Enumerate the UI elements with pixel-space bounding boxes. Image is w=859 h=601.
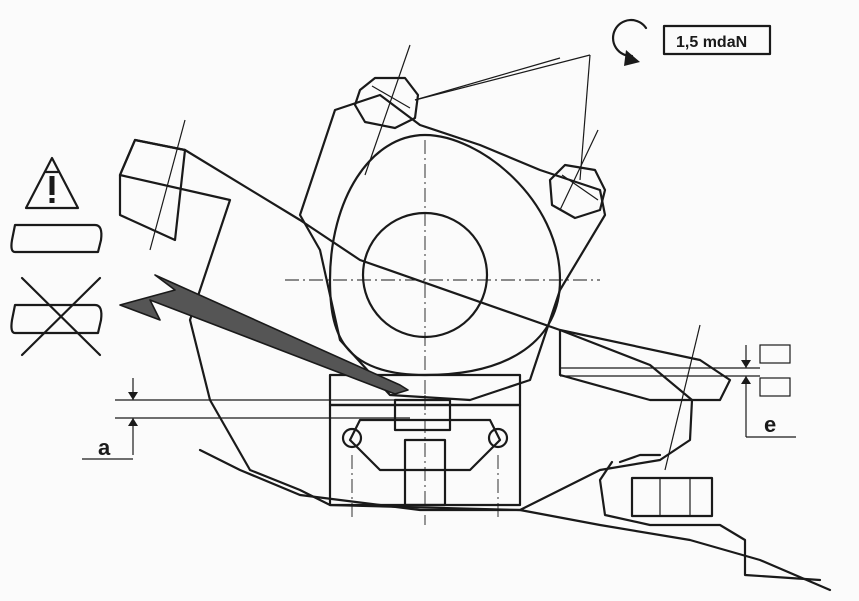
pointer-arrow	[119, 274, 409, 395]
torque-value-box	[662, 24, 772, 56]
rounded-block-icon	[10, 223, 103, 254]
clockwise-rotation-icon	[612, 18, 648, 66]
dimension-a	[82, 378, 410, 460]
lower-right-bolt	[598, 453, 822, 582]
valve-spring-retainer	[328, 373, 522, 525]
warning-triangle-icon	[24, 156, 80, 210]
crossed-block-icon	[10, 276, 103, 357]
casting-lower-contour	[198, 448, 832, 592]
dimension-e	[560, 344, 796, 438]
dimension-e-label: e	[764, 412, 776, 437]
part-leader-lines	[149, 44, 701, 471]
cap-bolt-right	[548, 163, 607, 220]
dimension-a-label: a	[98, 435, 111, 460]
cap-bolt-left	[353, 76, 420, 130]
rocker-shaft-boss	[328, 133, 562, 377]
casting-left-flange	[118, 138, 187, 242]
torque-value-label: 1,5 mdaN	[676, 34, 747, 51]
rocker-right-arm	[558, 328, 732, 402]
cylinder-head-casting	[118, 138, 694, 512]
torque-leader-lines	[414, 54, 591, 181]
